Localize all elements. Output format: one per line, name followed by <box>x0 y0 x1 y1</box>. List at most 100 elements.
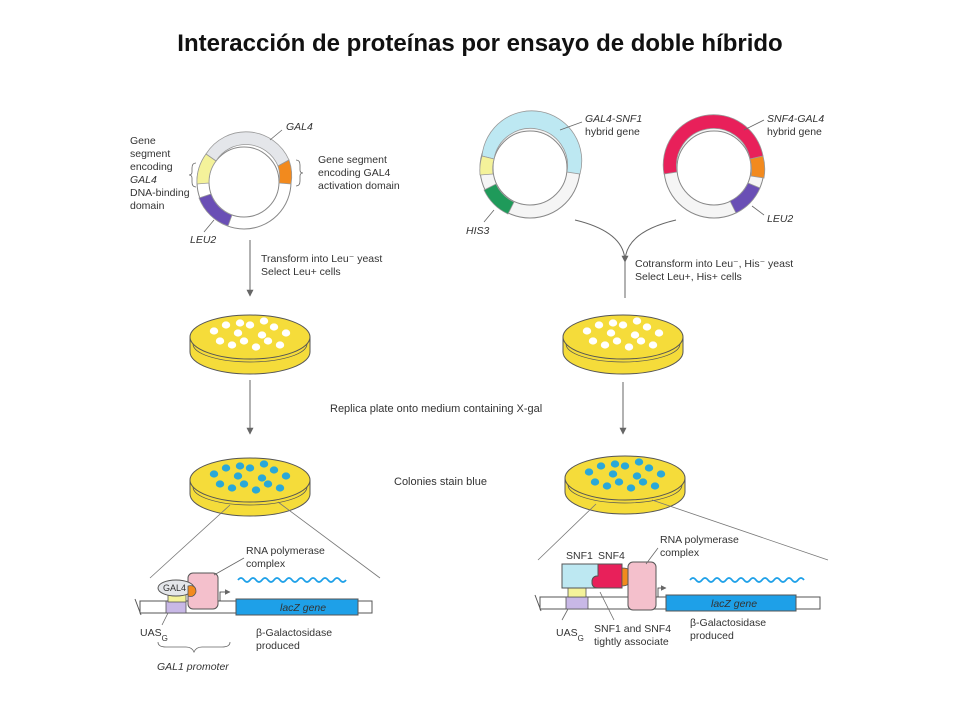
colony <box>227 484 237 492</box>
colony <box>642 323 652 331</box>
plasmid-inner-ring <box>208 146 280 218</box>
left-plasmid: GAL4 Gene segment encoding GAL4 DNA-bind… <box>130 121 400 246</box>
activation-seg-line1: Gene segment <box>318 154 387 166</box>
colony <box>608 470 618 478</box>
dish-left-2 <box>189 457 311 517</box>
colony <box>239 480 249 488</box>
plasmid-inner-ring <box>492 130 568 206</box>
colony <box>281 329 291 337</box>
colony <box>636 337 646 345</box>
binding-seg-line4: GAL4 <box>130 174 157 186</box>
leu2-right-label: LEU2 <box>767 213 793 225</box>
colony <box>582 327 592 335</box>
polymerase-label-line1: RNA polymerase <box>246 545 325 557</box>
colony <box>630 331 640 339</box>
promoter-brace <box>157 641 231 654</box>
colony <box>596 462 606 470</box>
colony <box>624 343 634 351</box>
binding-seg-line1: Gene <box>130 135 156 147</box>
gal4-snf1-label-line1: GAL4-SNF1 <box>585 113 642 125</box>
replica-label: Replica plate onto medium containing X-g… <box>330 403 542 415</box>
dish-right-1 <box>562 314 684 375</box>
activation-domain <box>187 585 197 597</box>
colony <box>245 321 255 329</box>
right-step1-line1: Cotransform into Leu⁻, His⁻ yeast <box>635 258 793 270</box>
bgal-line1: β-Galactosidase <box>690 617 766 629</box>
colony <box>626 484 636 492</box>
snf4-label: SNF4 <box>598 550 625 562</box>
mrna-wave <box>237 577 347 583</box>
colony <box>209 470 219 478</box>
lacz-label: lacZ gene <box>280 602 326 614</box>
colony <box>235 319 245 327</box>
uas-box <box>165 600 187 614</box>
colony <box>257 331 267 339</box>
colony <box>221 321 231 329</box>
colony <box>654 329 664 337</box>
colony <box>614 478 624 486</box>
colony <box>215 480 225 488</box>
snf4-gal4-label-line2: hybrid gene <box>767 126 822 138</box>
bgal-line2: produced <box>256 640 300 652</box>
colony <box>632 317 642 325</box>
gal4-protein-label: GAL4 <box>163 583 186 593</box>
colony <box>257 474 267 482</box>
zoom-line-left-a <box>149 504 231 579</box>
colony <box>608 319 618 327</box>
binding-seg-line6: domain <box>130 200 165 212</box>
colony <box>600 341 610 349</box>
promoter-label: GAL1 promoter <box>157 661 229 673</box>
colony <box>251 343 261 351</box>
colony <box>275 484 285 492</box>
colony <box>620 462 630 470</box>
right-complex: lacZ gene SNF1 SNF4 RNA polymerase compl… <box>534 534 821 648</box>
colony <box>656 470 666 478</box>
uas-label: UASG <box>556 627 584 643</box>
colony <box>594 321 604 329</box>
left-complex: lacZ gene GAL4 RNA polymerase complex UA… <box>134 545 373 673</box>
binding-brace <box>188 162 197 188</box>
colony <box>590 478 600 486</box>
blue-label: Colonies stain blue <box>394 476 487 488</box>
polymerase-label-line1: RNA polymerase <box>660 534 739 546</box>
gal4-snf1-segment <box>481 110 583 175</box>
snf4-protein <box>591 563 623 589</box>
colony <box>209 327 219 335</box>
colony <box>644 464 654 472</box>
binding-seg-line3: encoding <box>130 161 173 173</box>
lacz-gene <box>665 594 797 612</box>
snf1-label: SNF1 <box>566 550 593 562</box>
right-plasmid-snf4: SNF4-GAL4 hybrid gene LEU2 <box>662 113 824 225</box>
polymerase-label-line2: complex <box>246 558 286 570</box>
blue-colonies <box>584 458 666 492</box>
colony <box>275 341 285 349</box>
uas-label: UASG <box>140 627 168 643</box>
colony <box>638 478 648 486</box>
activation-brace <box>295 159 304 187</box>
transcription-start-arrow <box>219 589 231 601</box>
colony <box>251 486 261 494</box>
colony <box>632 472 642 480</box>
snf1-binding-segment <box>479 155 495 176</box>
colony <box>648 341 658 349</box>
associate-line1: SNF1 and SNF4 <box>594 623 671 635</box>
dish-right-2 <box>564 455 686 515</box>
left-step1-line2: Select Leu+ cells <box>261 266 341 278</box>
zoom-line-right-b <box>651 499 829 561</box>
activation-seg-line3: activation domain <box>318 180 400 192</box>
colony <box>235 462 245 470</box>
colony <box>233 329 243 337</box>
lacz-label: lacZ gene <box>711 598 757 610</box>
dish-left-1 <box>189 314 311 375</box>
blue-colonies <box>209 460 291 494</box>
gal4-segment <box>205 131 290 167</box>
snf4-gal4-label-line1: SNF4-GAL4 <box>767 113 824 125</box>
colony <box>612 337 622 345</box>
colony <box>602 482 612 490</box>
colony <box>239 337 249 345</box>
leu2-segment <box>198 193 233 227</box>
colony <box>263 480 273 488</box>
activation-domain-segment <box>277 159 293 185</box>
colony <box>650 482 660 490</box>
